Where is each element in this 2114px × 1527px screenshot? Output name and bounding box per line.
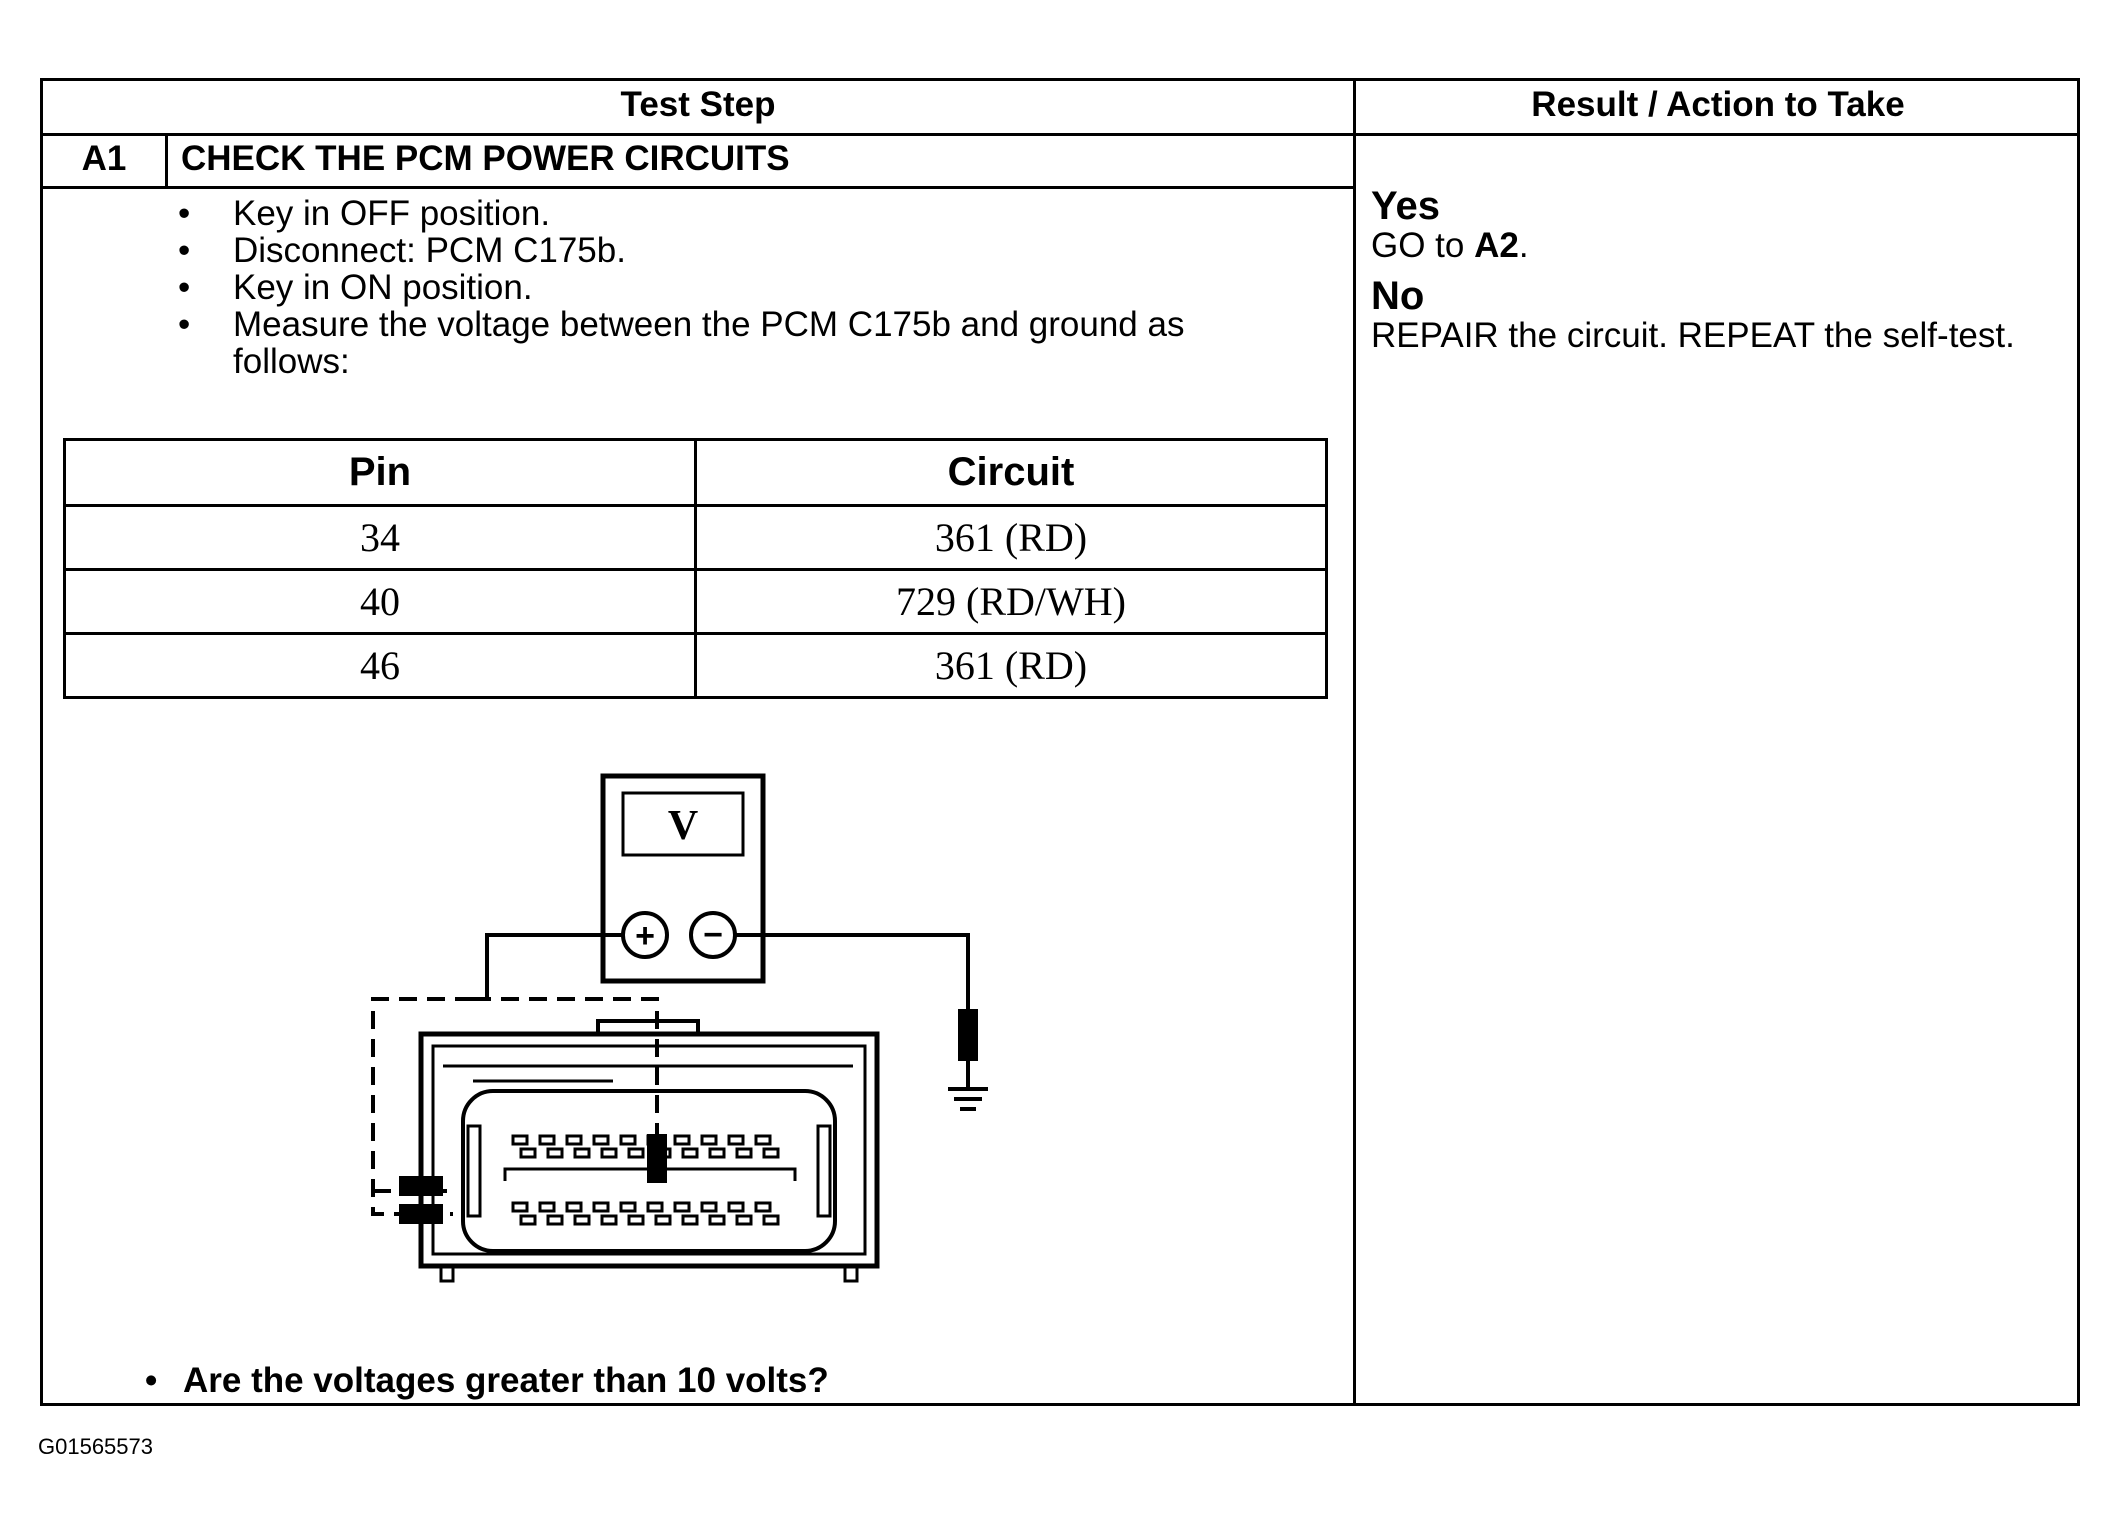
circuit-cell: 361 (RD) (694, 504, 1328, 571)
circuit-cell: 729 (RD/WH) (694, 568, 1328, 635)
instruction-item: Key in ON position. (178, 269, 1308, 306)
instruction-item: Measure the voltage between the PCM C175… (178, 306, 1308, 380)
connector-pin-cavity (538, 1134, 556, 1146)
connector-pin-cavity (565, 1134, 583, 1146)
dashed-probe-route (473, 997, 659, 1141)
test-step-table: Test Step Result / Action to Take A1 CHE… (40, 78, 2080, 1406)
connector-pin-cavity (762, 1214, 780, 1226)
pin-circuit-table: Pin Circuit 34 361 (RD) 40 729 (RD/WH) 4… (63, 438, 1328, 699)
connector-pin-cavity (511, 1201, 529, 1213)
instruction-list: Key in OFF position. Disconnect: PCM C17… (178, 195, 1308, 380)
minus-sign: − (703, 916, 723, 954)
connector-pin-cavity (546, 1147, 564, 1159)
connector-pin-cavity (754, 1134, 772, 1146)
yes-label: Yes (1371, 184, 1440, 228)
no-action: REPAIR the circuit. REPEAT the self-test… (1371, 316, 2015, 355)
connector-pin-cavity (727, 1134, 745, 1146)
connector-pin-cavity (754, 1201, 772, 1213)
plus-sign: + (635, 917, 655, 955)
connector-pin-cavity (735, 1214, 753, 1226)
instruction-item: Key in OFF position. (178, 195, 1308, 232)
connector-pin-cavity (600, 1214, 618, 1226)
connector-pin-cavity (600, 1147, 618, 1159)
figure-id: G01565573 (38, 1434, 153, 1459)
step-id-divider (165, 133, 168, 186)
connector-pin-cavity (573, 1214, 591, 1226)
connector-pin-cavity (627, 1147, 645, 1159)
voltmeter-connector-diagram: V + − (371, 773, 988, 1283)
column-divider (1353, 81, 1356, 1403)
step-title-divider (43, 186, 1353, 189)
yes-action: GO to A2. (1371, 227, 2071, 265)
connector-pin-cavity (538, 1201, 556, 1213)
connector-pin-cavity (727, 1201, 745, 1213)
table-header-row: Pin Circuit (63, 438, 1328, 507)
yes-action-suffix: . (1518, 226, 1529, 265)
table-row: 46 361 (RD) (63, 632, 1328, 699)
connector-pin-cavity (700, 1201, 718, 1213)
connector-pin-cavity (627, 1214, 645, 1226)
no-label: No (1371, 274, 1425, 318)
negative-lead (735, 933, 970, 1011)
step-id: A1 (81, 139, 127, 178)
circuit-column-header: Circuit (694, 438, 1328, 507)
voltmeter-body (600, 773, 766, 984)
circuit-cell: 361 (RD) (694, 632, 1328, 699)
header-result-action: Result / Action to Take (1531, 85, 1905, 124)
yes-action-target[interactable]: A2 (1474, 226, 1519, 265)
connector-pin-cavity (519, 1214, 537, 1226)
connector-pin-cavity (708, 1214, 726, 1226)
connector-pin-cavity (762, 1147, 780, 1159)
connector-pin-cavity (592, 1201, 610, 1213)
ground-probe (958, 1009, 978, 1061)
result-panel: Yes GO to A2. No REPAIR the circuit. REP… (1371, 185, 2071, 355)
table-row: 34 361 (RD) (63, 504, 1328, 571)
connector-pin-cavity (511, 1134, 529, 1146)
question-text: Are the voltages greater than 10 volts? (145, 1361, 829, 1401)
connector-pin-cavity (565, 1201, 583, 1213)
step-title: CHECK THE PCM POWER CIRCUITS (181, 139, 790, 178)
pin-cell: 46 (63, 632, 697, 699)
connector-pin-cavity (681, 1147, 699, 1159)
connector-pin-cavity (673, 1201, 691, 1213)
connector-pin-cavity (546, 1214, 564, 1226)
connector-pin-cavity (573, 1147, 591, 1159)
connector-pin-cavity (519, 1147, 537, 1159)
pcm-connector-c175b (418, 1031, 880, 1269)
connector-pin-cavity (735, 1147, 753, 1159)
connector-pin-cavity (708, 1147, 726, 1159)
connector-pin-cavity (646, 1134, 664, 1146)
positive-lead (485, 933, 623, 1001)
pin-cell: 40 (63, 568, 697, 635)
voltmeter-display (621, 791, 745, 857)
connector-pin-cavity (681, 1214, 699, 1226)
connector-pin-cavity (654, 1147, 672, 1159)
pin-column-header: Pin (63, 438, 697, 507)
connector-pin-cavity (700, 1134, 718, 1146)
connector-pin-cavity (592, 1134, 610, 1146)
connector-pin-cavity (654, 1214, 672, 1226)
connector-pin-cavity (619, 1134, 637, 1146)
connector-pin-cavity (673, 1134, 691, 1146)
instruction-item: Disconnect: PCM C175b. (178, 232, 1308, 269)
connector-pin-cavity (619, 1201, 637, 1213)
yes-action-prefix: GO to (1371, 226, 1475, 265)
connector-pin-cavity (646, 1201, 664, 1213)
header-test-step: Test Step (620, 85, 776, 124)
dashed-probe-route (371, 997, 473, 1216)
header-divider (43, 133, 2077, 136)
table-row: 40 729 (RD/WH) (63, 568, 1328, 635)
pin-cell: 34 (63, 504, 697, 571)
voltmeter-display-label: V (668, 803, 698, 849)
